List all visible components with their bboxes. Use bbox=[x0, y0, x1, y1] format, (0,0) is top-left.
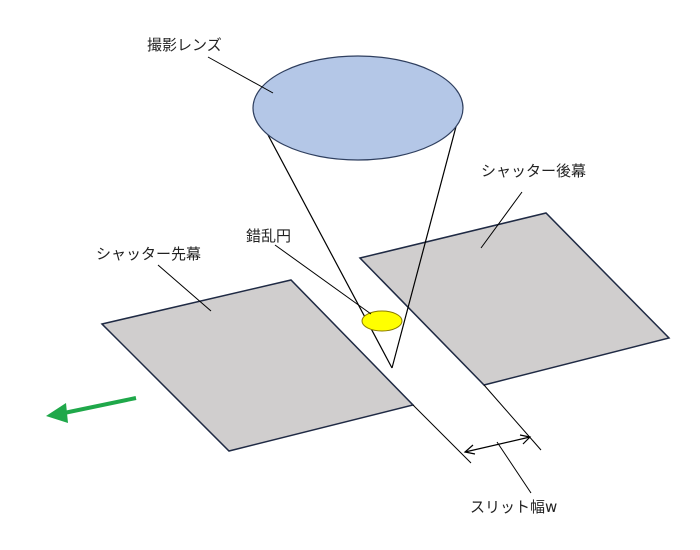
slit-width-arrowhead-left bbox=[463, 444, 476, 455]
leader-lens bbox=[207, 56, 274, 94]
light-cone-right bbox=[391, 103, 463, 369]
slit-width-arrowhead-right bbox=[519, 434, 532, 445]
lens bbox=[252, 55, 464, 161]
rear-curtain-label: シャッター後幕 bbox=[481, 162, 586, 180]
slit-width-label: スリット幅w bbox=[470, 498, 557, 516]
left-arrow-icon bbox=[46, 396, 137, 423]
slit-line-left bbox=[412, 404, 472, 464]
circle-of-confusion-label: 錯乱円 bbox=[246, 227, 291, 245]
circle-of-confusion bbox=[361, 310, 403, 332]
leader-front-curtain bbox=[157, 264, 212, 312]
front-curtain bbox=[100, 279, 415, 452]
leader-rear-curtain bbox=[480, 191, 523, 249]
front-curtain-label: シャッター先幕 bbox=[96, 245, 201, 263]
slit-width-dimension bbox=[464, 436, 531, 453]
slit-line-right bbox=[483, 384, 542, 451]
rear-curtain bbox=[358, 212, 671, 386]
leader-circle bbox=[274, 244, 372, 315]
lens-label: 撮影レンズ bbox=[147, 36, 222, 54]
leader-slit-width bbox=[496, 441, 532, 494]
